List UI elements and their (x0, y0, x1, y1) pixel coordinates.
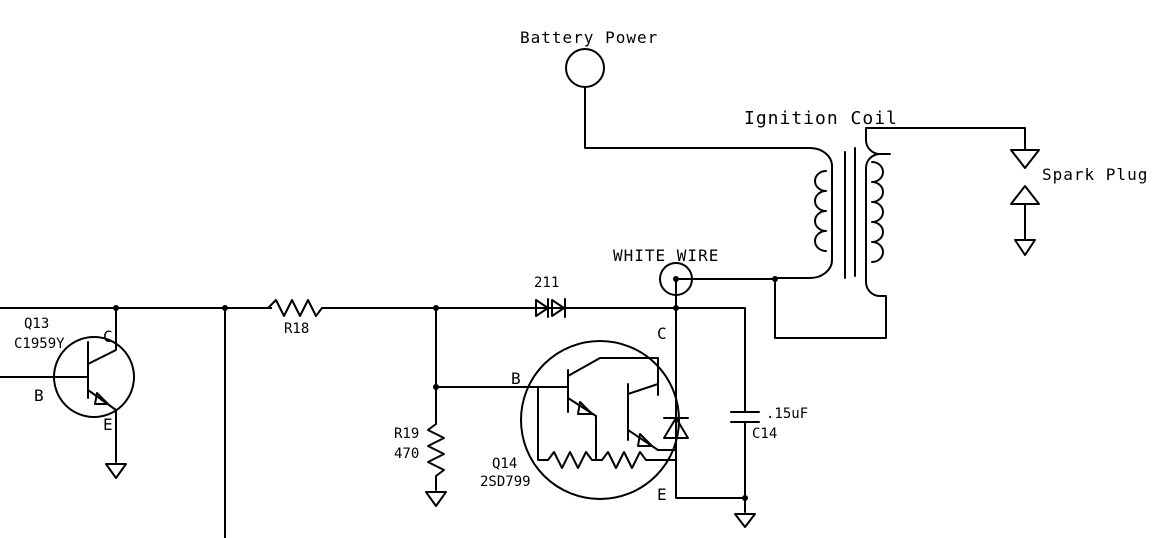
junction-dot (222, 305, 228, 311)
main-bus-wire (0, 307, 746, 499)
ignition-coil-label: Ignition Coil (744, 108, 898, 129)
c14-value-label: .15uF (766, 406, 808, 422)
c14-label: C14 (752, 426, 777, 442)
resistor-r18 (267, 298, 331, 318)
q13-base-label: B (34, 386, 44, 405)
q14-label: Q14 (492, 456, 517, 472)
ignition-coil (774, 127, 1026, 339)
ground-icon (734, 497, 756, 528)
white-wire-label: WHITE WIRE (613, 246, 719, 265)
q13-label: Q13 (24, 316, 49, 332)
q14-emitter-label: E (657, 485, 667, 504)
q14-collector-label: C (657, 324, 667, 343)
r19-value: 470 (394, 446, 419, 462)
resistor-r19 (427, 423, 445, 491)
transistor-q13 (0, 307, 135, 479)
battery-power-terminal (565, 48, 811, 149)
q13-emitter-label: E (103, 415, 113, 434)
r18-label: R18 (284, 321, 309, 337)
battery-power-label: Battery Power (520, 28, 658, 47)
diode-label: 211 (534, 275, 559, 291)
diode-211 (535, 298, 567, 318)
q14-part-label: 2SD799 (480, 474, 531, 490)
junction-dot (772, 276, 778, 282)
r19-label: R19 (394, 426, 419, 442)
spark-plug-label: Spark Plug (1042, 165, 1148, 184)
q13-part-label: C1959Y (14, 336, 65, 352)
capacitor-c14 (728, 411, 762, 423)
transistor-q14 (520, 307, 746, 500)
white-wire-terminal (659, 262, 776, 309)
spark-plug-icon (1010, 149, 1040, 256)
q14-base-label: B (511, 369, 521, 388)
ground-icon (425, 491, 447, 507)
q13-collector-label: C (103, 327, 113, 346)
